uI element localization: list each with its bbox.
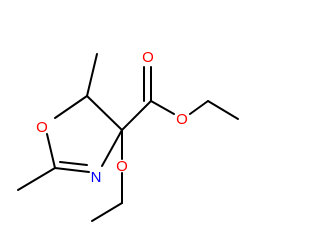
bond-ethoxy-ch2-ch3	[91, 202, 123, 222]
bond-c2-methyl	[17, 167, 56, 191]
ester-oxygen-label: O	[176, 111, 188, 128]
bond-c4-c5	[86, 95, 123, 131]
carbonyl-oxygen-label: O	[142, 49, 154, 66]
bond-c5-methyl	[86, 53, 98, 97]
bond-n3-c4	[101, 129, 123, 167]
ring-oxygen-label: O	[36, 119, 48, 136]
bond-c5-o1	[54, 95, 88, 119]
bond-o1-c2	[46, 133, 56, 169]
bond-c4-carbonyl-carbon	[121, 100, 152, 131]
bond-ester-oxygen-to-ch2	[189, 100, 209, 115]
ring-nitrogen-label: N	[91, 169, 102, 186]
molecule-canvas: O N O O O	[17, 49, 239, 222]
structure-drawing: O N O O O	[17, 49, 239, 222]
ethoxy-oxygen-label: O	[116, 158, 128, 175]
bond-carbonyl-to-ester-oxygen	[150, 100, 175, 115]
bond-ester-ch2-ch3	[207, 100, 239, 120]
oxazoline-ring	[46, 95, 123, 173]
ethyl-ester-group	[121, 66, 239, 131]
bond-c2-n3-double	[54, 167, 90, 173]
ethoxy-group	[91, 129, 123, 222]
bond-c2-n3-double-inner	[59, 161, 88, 166]
